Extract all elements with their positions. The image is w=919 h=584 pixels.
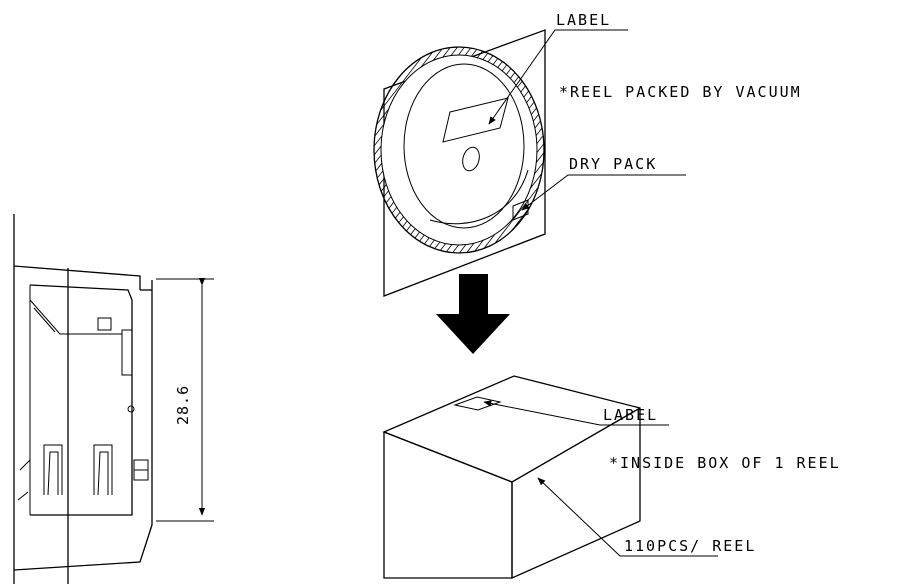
box-label-text: LABEL [603,406,658,424]
reel-label-text: LABEL [556,11,611,29]
connector-side-view [13,214,214,584]
reel-vacuum-bag [373,29,546,297]
reel-box [382,375,641,580]
vacuum-note: *REEL PACKED BY VACUUM [559,83,802,101]
down-arrow-icon [436,274,510,354]
dimension-label: 28.6 [174,385,192,425]
inside-box-note: *INSIDE BOX OF 1 REEL [609,454,841,472]
quantity-text: 110PCS/ REEL [624,537,756,555]
dry-pack-text: DRY PACK [569,155,657,173]
